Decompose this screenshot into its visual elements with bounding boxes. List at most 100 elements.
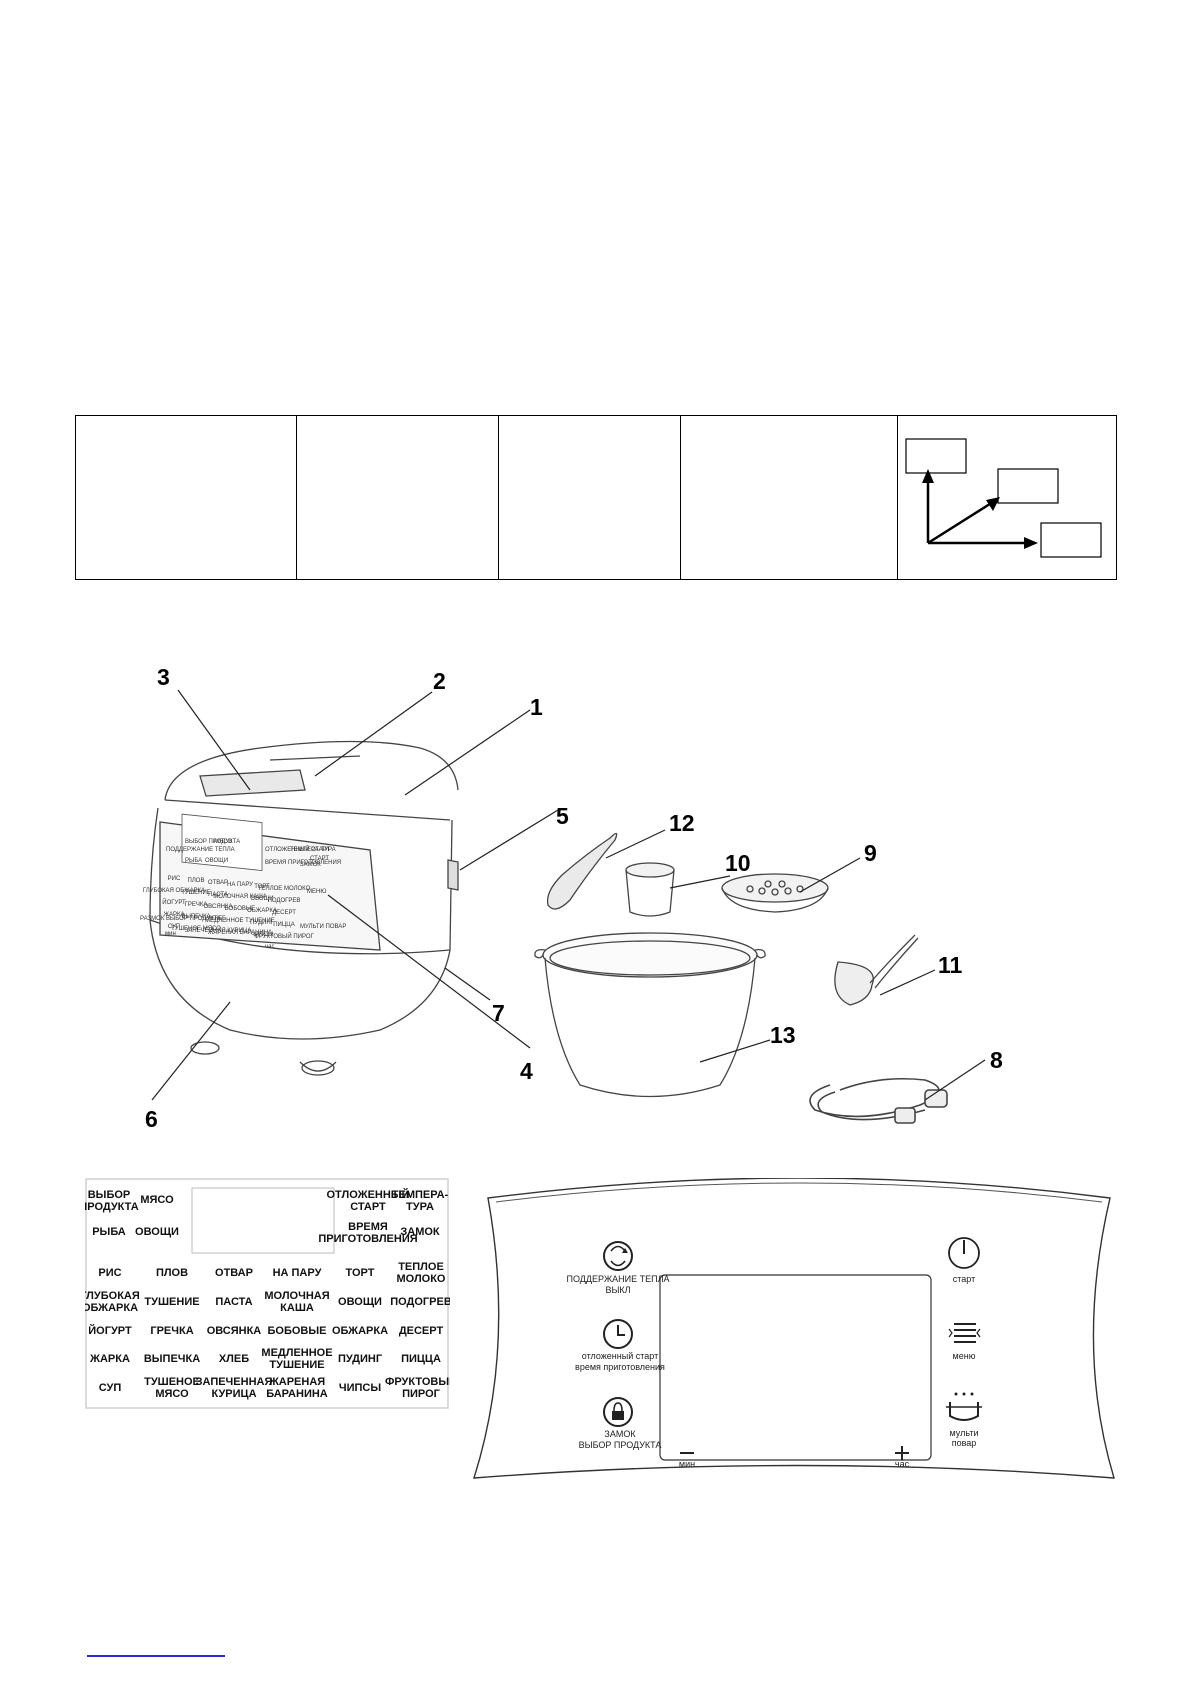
program-label: ГРЕЧКА (150, 1325, 193, 1337)
program-label: БОБОВЫЕ (268, 1325, 327, 1337)
svg-text:ВРЕМЯ ПРИГОТОВЛЕНИЯ: ВРЕМЯ ПРИГОТОВЛЕНИЯ (265, 860, 341, 866)
svg-text:ОТЛОЖЕННЫЙ СТАРТ: ОТЛОЖЕННЫЙ СТАРТ (265, 845, 331, 853)
callout-10: 10 (725, 850, 751, 876)
svg-text:МУЛЬТИ ПОВАР: МУЛЬТИ ПОВАР (300, 924, 346, 930)
device-program-label: ОТВАР (208, 880, 228, 886)
program-label: ДЕСЕРТ (399, 1325, 444, 1337)
measuring-cup (625, 862, 675, 917)
program-label: ПИЦЦА (401, 1353, 441, 1365)
device-program-label: ПУДИНГ (250, 920, 275, 926)
multicook-button[interactable]: мульти повар (946, 1392, 982, 1449)
callout-3: 3 (157, 664, 170, 690)
program-label: ЖАРЕНАЯ (268, 1376, 325, 1388)
svg-text:мин: мин (679, 1459, 695, 1469)
callout-9: 9 (864, 840, 877, 866)
keep-warm-button[interactable]: ПОДДЕРЖАНИЕ ТЕПЛА ВЫКЛ (566, 1241, 670, 1295)
device-program-label: ЧИПСЫ (251, 932, 273, 938)
program-label: МОЛОЧНАЯ (264, 1290, 329, 1302)
footer-link-underline[interactable] (87, 1655, 225, 1657)
callout-13: 13 (770, 1022, 796, 1048)
program-header-label: ОВОЩИ (135, 1226, 179, 1238)
svg-text:мин: мин (165, 931, 176, 937)
program-label: ТОРТ (346, 1267, 375, 1279)
svg-text:ЗАМОК: ЗАМОК (300, 862, 321, 868)
device-program-label: ЙОГУРТ (162, 898, 186, 906)
program-header-label: ВЫБОР (88, 1189, 131, 1201)
callout-1: 1 (530, 694, 543, 720)
device-program-label: ОВСЯНКА (204, 904, 233, 910)
callout-2: 2 (433, 668, 446, 694)
program-header-label: СТАРТ (350, 1201, 386, 1213)
program-label: КАША (280, 1302, 314, 1314)
device-program-label: ПОДОГРЕВ (268, 898, 301, 904)
spec-cell-1 (75, 415, 297, 580)
svg-text:ЗАМОК: ЗАМОК (604, 1429, 636, 1439)
device-program-label: НА ПАРУ (227, 882, 253, 888)
program-label: МЕДЛЕННОЕ (261, 1347, 332, 1359)
svg-text:ВЫБОР ПРОДУКТА: ВЫБОР ПРОДУКТА (579, 1440, 662, 1450)
lock-button[interactable]: ЗАМОК ВЫБОР ПРОДУКТА (579, 1397, 662, 1450)
device-program-label: ПИЦЦА (273, 922, 295, 928)
plus-button[interactable]: час (895, 1446, 910, 1469)
dimensions-diagram (905, 437, 1102, 558)
device-program-label: ЖАРКА (163, 912, 184, 918)
callout-5: 5 (556, 803, 569, 829)
menu-button[interactable]: меню (948, 1323, 981, 1361)
dimension-box-depth (997, 467, 1059, 504)
svg-text:СТАРТ: СТАРТ (310, 856, 329, 862)
device-program-label: ВЫПЕЧКА (181, 914, 210, 920)
program-label: ПЛОВ (156, 1267, 188, 1279)
control-panel: ПОДДЕРЖАНИЕ ТЕПЛА ВЫКЛ отложенный старт … (473, 1178, 1115, 1479)
device-program-label: ГРЕЧКА (185, 902, 208, 908)
program-label: РИС (98, 1267, 121, 1279)
device-program-label: ДЕСЕРТ (272, 910, 296, 916)
device-program-label: ТЕПЛОЕ МОЛОКО (258, 886, 311, 892)
device-program-label: ОБЖАРКА (247, 908, 277, 914)
program-label: ТУШЕНИЕ (269, 1359, 324, 1371)
program-label: СУП (99, 1382, 122, 1394)
start-button[interactable]: старт (948, 1237, 980, 1284)
program-label: ПАСТА (215, 1296, 252, 1308)
device-program-label: ТУШЕНИЕ (181, 890, 211, 896)
program-label: ТУШЕНОЕ (144, 1376, 200, 1388)
device-program-label: ПАСТА (208, 892, 228, 898)
device-program-label: ГЛУБОКАЯ ОБЖАРКА (143, 888, 205, 894)
connector (924, 1089, 948, 1108)
callout-8: 8 (990, 1047, 1003, 1073)
program-label: ПОДОГРЕВ (390, 1296, 450, 1308)
svg-text:МЕНЮ: МЕНЮ (307, 889, 326, 895)
svg-text:ВЫБОР ПРОДУКТА: ВЫБОР ПРОДУКТА (185, 839, 240, 845)
device-program-label: БОБОВЫЕ (225, 906, 255, 912)
minus-button[interactable]: мин (679, 1452, 695, 1469)
rice-spoon (546, 832, 618, 910)
program-label: ОВСЯНКА (207, 1325, 262, 1337)
program-label: ТУШЕНИЕ (144, 1296, 199, 1308)
program-label: КУРИЦА (211, 1388, 256, 1400)
device-program-label: ФРУКТОВЫЙ ПИРОГ (254, 932, 314, 940)
svg-text:повар: повар (952, 1438, 977, 1448)
program-label: ВЫПЕЧКА (144, 1353, 200, 1365)
program-label: ТЕПЛОЕ (398, 1261, 444, 1273)
device-program-label: МЕДЛЕННОЕ ТУШЕНИЕ (205, 918, 275, 924)
delay-start-button[interactable]: отложенный старт время приготовления (575, 1319, 665, 1372)
foot-right (301, 1060, 335, 1076)
program-label: ЗАПЕЧЕННАЯ (196, 1376, 273, 1388)
program-label: ГЛУБОКАЯ (85, 1290, 140, 1302)
dimension-box-height (905, 437, 967, 474)
spec-table (75, 415, 1117, 580)
svg-text:ОВОЩИ: ОВОЩИ (205, 858, 228, 864)
spec-cell-2 (295, 415, 499, 580)
program-header-label: ОТЛОЖЕННЫЙ (327, 1188, 410, 1201)
device-program-label: ЗАПЕЧЕННАЯ КУРИЦА (185, 928, 252, 934)
callout-7: 7 (492, 1000, 505, 1026)
device-program-label: ОВОЩИ (250, 896, 273, 902)
spec-cell-dimensions-diagram (897, 415, 1117, 580)
program-header-label: ТЕМПЕРА- (392, 1189, 449, 1201)
program-label: ПИРОГ (402, 1388, 441, 1400)
program-header-label: ЗАМОК (400, 1226, 440, 1238)
device-program-label: МОЛОЧНАЯ КАША (213, 894, 266, 900)
svg-text:МЯСО: МЯСО (214, 839, 233, 845)
svg-text:мульти: мульти (950, 1428, 979, 1438)
callout-6: 6 (145, 1106, 158, 1132)
program-header-label: РЫБА (92, 1226, 126, 1238)
